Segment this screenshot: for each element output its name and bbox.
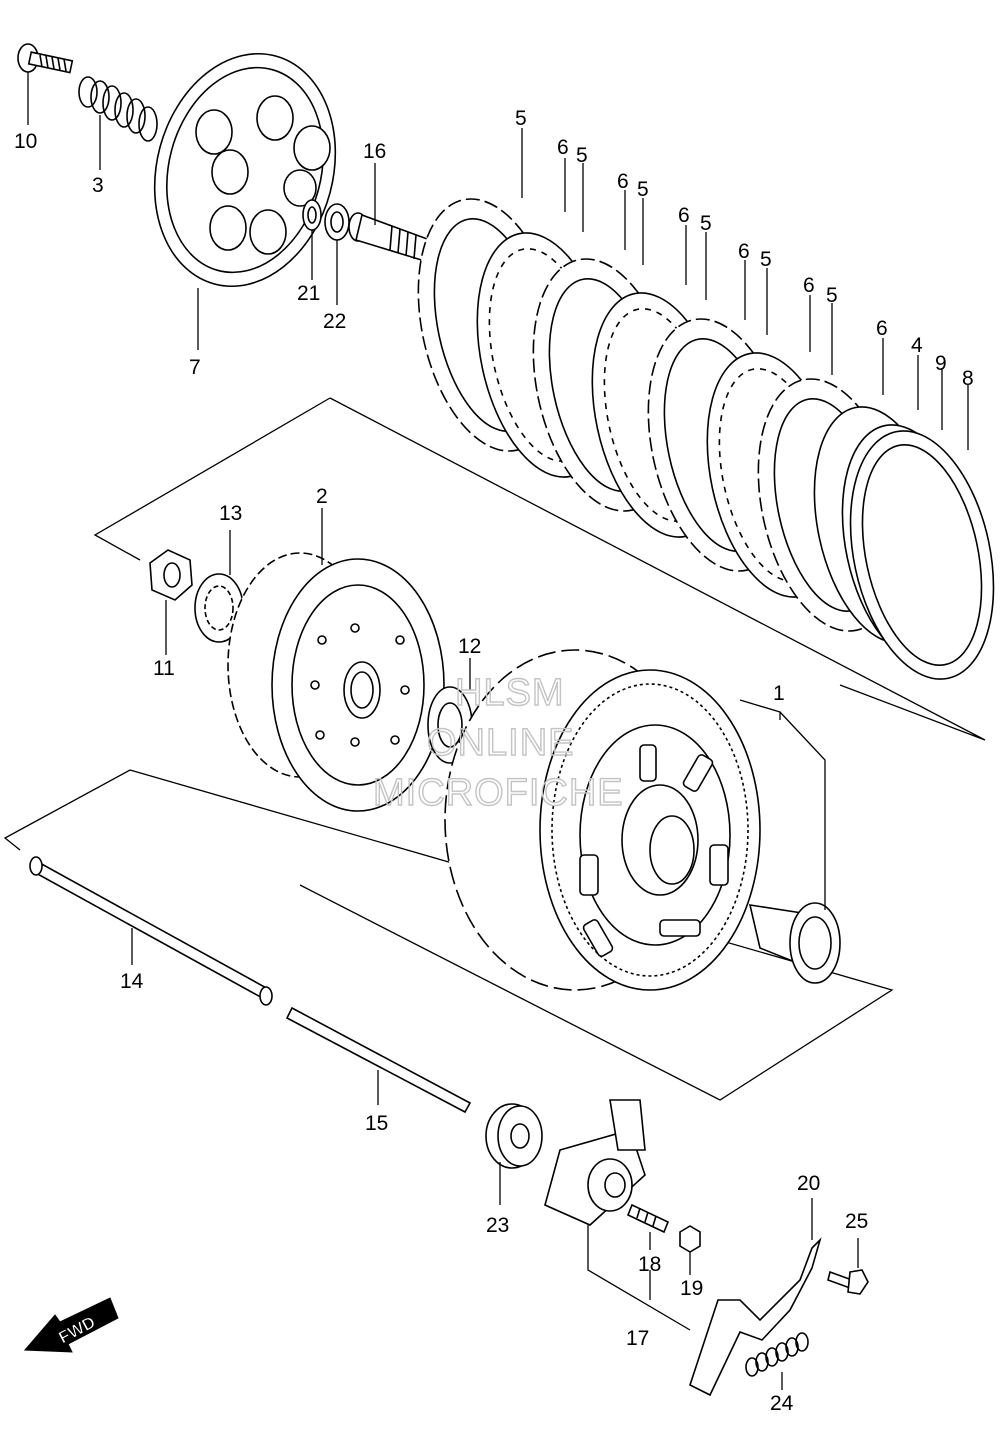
callout-14[interactable]: 14	[120, 970, 144, 993]
callout-1[interactable]: 1	[773, 682, 785, 705]
plates-frame-outline-bottom	[329, 397, 986, 741]
clutch-housing-1[interactable]	[444, 649, 761, 991]
bearing-23[interactable]	[485, 1103, 543, 1169]
hub-frame-outline	[3, 769, 131, 851]
callout-6d[interactable]: 6	[738, 240, 750, 263]
callout-6c[interactable]: 6	[678, 204, 690, 227]
callout-6a[interactable]: 6	[557, 136, 569, 159]
callout-8[interactable]: 8	[962, 367, 974, 390]
push-rod-15[interactable]	[285, 1006, 472, 1114]
lock-nut-19[interactable]	[679, 1225, 701, 1253]
callout-10[interactable]: 10	[14, 130, 37, 153]
callout-18[interactable]: 18	[638, 1253, 661, 1276]
callout-22[interactable]: 22	[323, 310, 346, 333]
callout-25[interactable]: 25	[845, 1210, 868, 1233]
wire-ring-8[interactable]	[829, 418, 1000, 693]
callout-5d[interactable]: 5	[700, 212, 712, 235]
callout-23[interactable]: 23	[486, 1214, 509, 1237]
callout-5c[interactable]: 5	[637, 178, 649, 201]
callout-5a[interactable]: 5	[515, 107, 527, 130]
release-rod-16[interactable]	[348, 212, 431, 264]
bearing-22[interactable]	[324, 203, 350, 241]
spacer-bushing-1[interactable]	[748, 902, 841, 984]
clutch-plates-stack	[417, 198, 1000, 693]
return-spring-24[interactable]	[745, 1332, 809, 1377]
callout-15[interactable]: 15	[365, 1112, 388, 1135]
plates-frame-outline	[93, 397, 331, 561]
callout-19[interactable]: 19	[680, 1277, 703, 1300]
callout-13[interactable]: 13	[219, 502, 242, 525]
callout-3[interactable]: 3	[92, 174, 104, 197]
callout-5f[interactable]: 5	[826, 284, 838, 307]
nut-11[interactable]	[149, 549, 193, 601]
callout-4[interactable]: 4	[911, 334, 923, 357]
fwd-arrow-icon: FWD	[23, 1297, 119, 1353]
callout-2[interactable]: 2	[316, 485, 328, 508]
spring-3[interactable]	[78, 76, 158, 142]
push-rod-14[interactable]	[29, 856, 273, 1006]
callout-12[interactable]: 12	[458, 635, 481, 658]
callout-7[interactable]: 7	[189, 356, 201, 379]
callout-11[interactable]: 11	[153, 657, 175, 680]
callout-17[interactable]: 17	[626, 1327, 649, 1350]
callout-6f[interactable]: 6	[876, 317, 888, 340]
callout-6e[interactable]: 6	[803, 274, 815, 297]
watermark: HLSM ONLINE MICROFICHE	[372, 671, 624, 814]
callout-21[interactable]: 21	[297, 282, 320, 305]
watermark-line-1: HLSM	[455, 672, 565, 714]
washer-21[interactable]	[302, 199, 322, 231]
sleeve-hub-2[interactable]	[227, 552, 445, 812]
callout-5e[interactable]: 5	[760, 248, 772, 271]
cable-bracket-20[interactable]	[689, 1237, 822, 1397]
bolt-25[interactable]	[827, 1269, 869, 1295]
callout-24[interactable]: 24	[770, 1392, 794, 1415]
adjust-screw-18[interactable]	[626, 1203, 670, 1234]
callout-6b[interactable]: 6	[617, 170, 629, 193]
watermark-line-3: MICROFICHE	[373, 772, 624, 814]
callout-20[interactable]: 20	[797, 1172, 820, 1195]
callout-16[interactable]: 16	[363, 140, 386, 163]
callout-9[interactable]: 9	[935, 352, 947, 375]
watermark-line-2: ONLINE	[427, 722, 574, 764]
callout-5b[interactable]: 5	[576, 144, 588, 167]
pressure-plate-7[interactable]	[129, 33, 360, 307]
release-assembly-17[interactable]	[544, 1099, 646, 1226]
bolt-10[interactable]	[17, 43, 74, 74]
